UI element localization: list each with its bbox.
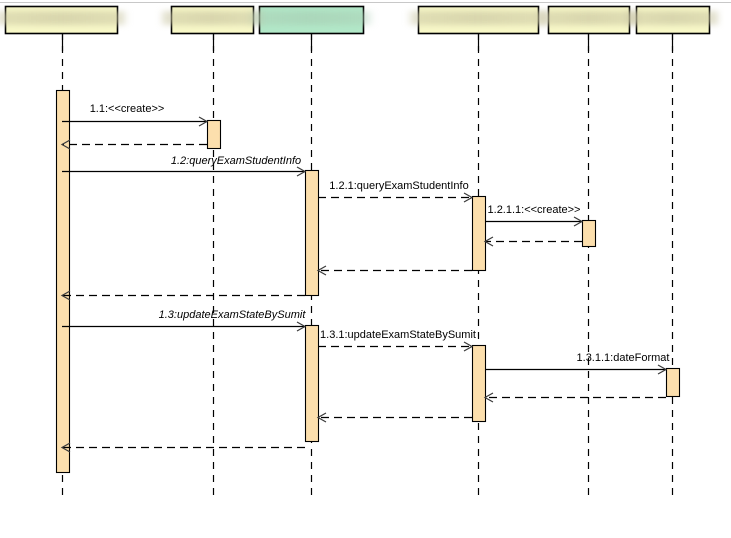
activation-bar-p4-4[interactable] (471, 195, 487, 272)
activation-bar-p4-5[interactable] (471, 344, 487, 423)
message-label-m3: 1.2:queryExamStudentInfo (171, 155, 301, 167)
message-label-m5: 1.2.1.1:<<create>> (488, 204, 581, 216)
activation-bar-p5-6[interactable] (581, 219, 597, 248)
message-label-m11: 1.3.1.1:dateFormat (577, 352, 670, 364)
message-label-group: 1.1:<<create>> 1.2:queryExamStudentInfo 1.… (90, 103, 670, 364)
activation-bar-p2-1[interactable] (206, 119, 222, 150)
message-arrow-group (60, 116, 668, 453)
arrowhead-icon-m5 (573, 216, 584, 227)
activation-bar-group (55, 89, 681, 474)
arrowhead-icon-m14 (60, 442, 71, 453)
arrowhead-icon-m12 (483, 392, 494, 403)
message-label-m4: 1.2.1:queryExamStudentInfo (329, 180, 468, 192)
participant-box-p6[interactable] (635, 5, 711, 35)
message-label-m10: 1.3.1:updateExamStateBySumit (320, 329, 476, 341)
message-label-m1: 1.1:<<create>> (90, 103, 165, 115)
participant-box-p3[interactable] (258, 5, 365, 35)
activation-bar-p1-0[interactable] (55, 89, 71, 474)
participant-box-p1[interactable] (4, 5, 119, 35)
arrowhead-icon-m10 (463, 341, 474, 352)
activation-bar-p3-3[interactable] (304, 324, 320, 443)
arrowhead-icon-m11 (657, 364, 668, 375)
participant-box-p2[interactable] (170, 5, 255, 35)
arrowhead-icon-m8 (60, 290, 71, 301)
arrowhead-icon-m2 (60, 139, 71, 150)
activation-bar-p3-2[interactable] (304, 169, 320, 297)
message-label-m9: 1.3:updateExamStateBySumit (159, 309, 307, 321)
participant-box-p5[interactable] (547, 5, 631, 35)
arrowhead-icon-m1 (198, 116, 209, 127)
activation-bar-p6-7[interactable] (665, 367, 681, 398)
arrowhead-icon-m13 (316, 412, 327, 423)
arrowhead-icon-m3 (296, 166, 307, 177)
arrowhead-icon-m6 (483, 236, 494, 247)
participant-box-group (4, 5, 711, 51)
arrowhead-icon-m4 (463, 192, 474, 203)
arrowhead-icon-m9 (296, 321, 307, 332)
arrowhead-icon-m7 (316, 265, 327, 276)
participant-box-p4[interactable] (417, 5, 540, 35)
